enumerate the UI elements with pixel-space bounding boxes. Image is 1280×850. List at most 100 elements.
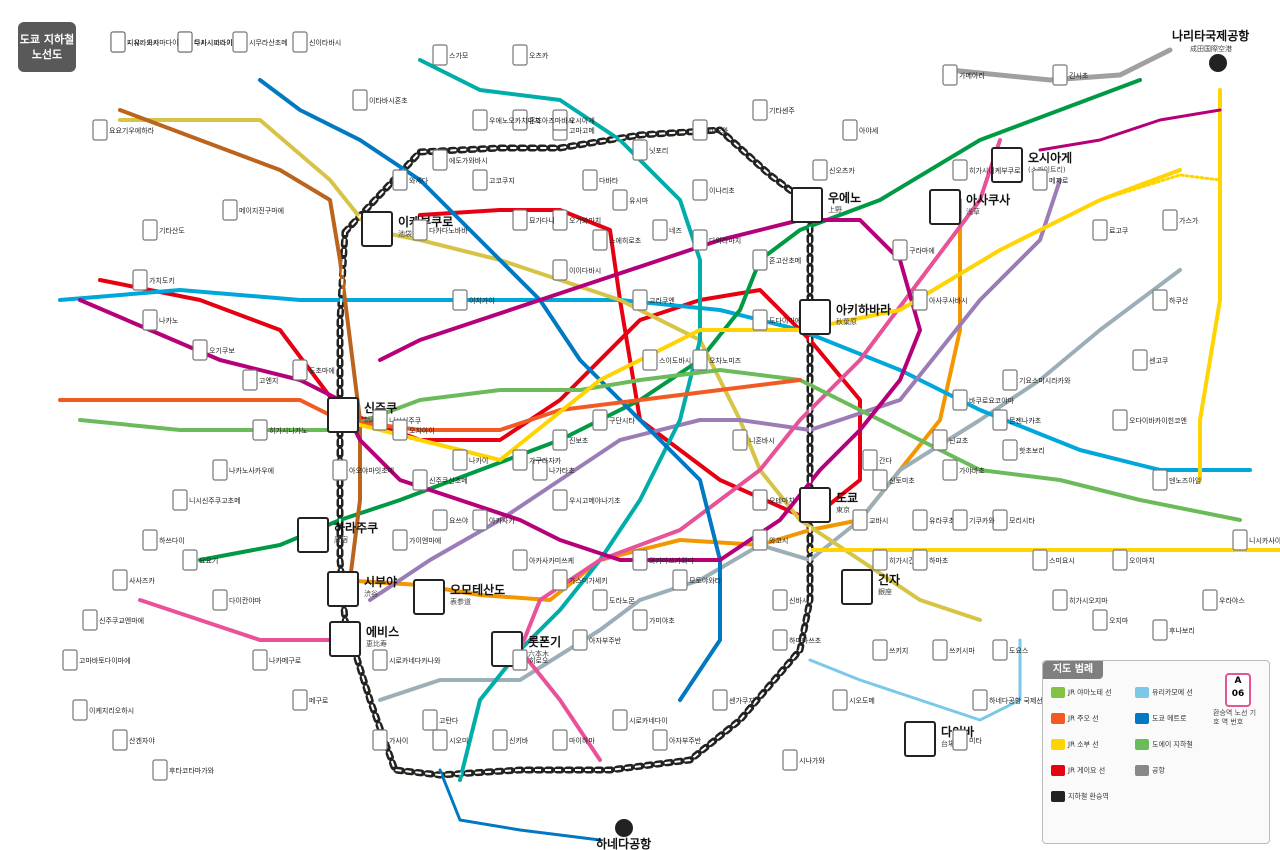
station-kikukawa[interactable]: 기쿠카와 (952, 509, 995, 531)
station-jiyugaoka[interactable]: 지유가오카 (110, 31, 160, 53)
station-kitasenju[interactable]: 기타센주 (752, 99, 795, 121)
station-akasaka[interactable]: 아카사카 (472, 509, 515, 531)
station-oshiagestn[interactable]: 오시아게 (552, 109, 595, 131)
station-sumiyoshi[interactable]: 스미요시 (1032, 549, 1075, 571)
station-wakoshi[interactable]: 와코시 (752, 529, 788, 551)
station-shiomi[interactable]: 시오미 (432, 729, 468, 751)
station-kagurazaka[interactable]: 가구라자카 (512, 449, 562, 471)
station-suehirocho[interactable]: 스에히로초 (592, 229, 642, 251)
station-nakano[interactable]: 나카노 (142, 309, 179, 331)
station-sugamo[interactable]: 스가모 (432, 44, 469, 66)
station-edogawabashi[interactable]: 에도가와바시 (432, 149, 488, 171)
station-meijijingumae[interactable]: 메이지진구마에 (222, 199, 284, 221)
station-hongo[interactable]: 혼고산초메 (752, 249, 801, 271)
station-gaiemmae[interactable]: 가이엔마에 (392, 529, 441, 551)
station-morishita[interactable]: 모리시타 (992, 509, 1035, 531)
station-futakotamagawa[interactable]: 후타코타마가와 (152, 759, 215, 781)
station-odaiba[interactable]: 오다이바카이힌코엔 (1112, 409, 1187, 431)
station-sangenjaya[interactable]: 산겐자야 (112, 729, 155, 751)
station-urayasu[interactable]: 우라야스 (1202, 589, 1245, 611)
station-ochiai[interactable]: 오치아이 (392, 419, 435, 441)
station-shintomicho[interactable]: 신토미초 (872, 469, 915, 491)
station-kudanshita[interactable]: 구단시타 (592, 409, 635, 431)
station-kameari[interactable]: 가메아리 (942, 64, 985, 86)
station-gokokuji[interactable]: 고코쿠지 (472, 169, 515, 191)
station-nakai[interactable]: 나카이 (452, 449, 488, 471)
station-kamiyacho[interactable]: 가미야초 (632, 609, 675, 631)
station-shinkiba[interactable]: 신키바 (492, 729, 529, 751)
station-aoyama[interactable]: 아오야마잇초메 (332, 459, 394, 481)
station-monzen[interactable]: 몬젠나카초 (992, 409, 1042, 431)
station-azabu[interactable]: 아자부주반 (652, 729, 702, 751)
station-oimachi[interactable]: 오이마치 (1112, 549, 1155, 571)
station-iidabashi[interactable]: 이이다바시 (552, 259, 601, 281)
station-tsukishima[interactable]: 쓰키시마 (932, 639, 975, 661)
station-otemachi[interactable]: 오테마치 (752, 489, 795, 511)
station-tsukiji[interactable]: 쓰키지 (872, 639, 908, 661)
haneda-airport[interactable]: 하네다공항 (596, 819, 651, 850)
station-yurakucho[interactable]: 유라쿠초 (912, 509, 955, 531)
station-hamacho[interactable]: 하마초 (912, 549, 949, 571)
station-nishikasai[interactable]: 니시카사이 (1232, 529, 1280, 551)
station-shimura[interactable]: 시무라산초메 (232, 31, 288, 53)
station-ueno_okachimachi[interactable]: 우에노오카치마치 (472, 109, 541, 131)
station-ogikubo[interactable]: 오기쿠보 (192, 339, 235, 361)
station-hakusan[interactable]: 하쿠산 (1152, 289, 1189, 311)
station-ojima[interactable]: 오지마 (1092, 609, 1129, 631)
station-tawaramachi[interactable]: 다와라마치 (692, 229, 741, 251)
station-todaimae[interactable]: 도다이마에 (752, 309, 801, 331)
station-maihama[interactable]: 마이하마 (552, 729, 595, 751)
station-shinagawa[interactable]: 시나가와 (782, 749, 825, 771)
station-higashiikebukuro[interactable]: 히가시이케부쿠로 (952, 159, 1021, 181)
station-bakurocho[interactable]: 바쿠로요코야마 (952, 389, 1015, 411)
station-jimbocho[interactable]: 진보초 (552, 429, 589, 451)
station-hamamatsucho[interactable]: 하마마쓰초 (772, 629, 822, 651)
station-koenji[interactable]: 고엔지 (242, 369, 278, 391)
station-yoyogiuehara[interactable]: 요요기우에하라 (92, 119, 155, 141)
station-itabashi[interactable]: 이타바시혼초 (352, 89, 408, 111)
station-korakuen[interactable]: 고라쿠엔 (632, 289, 675, 311)
station-gotanda[interactable]: 고탄다 (422, 709, 459, 731)
station-shirokane[interactable]: 시로카네다카나와 (372, 649, 441, 671)
station-kachidoki[interactable]: 가치도키 (132, 269, 175, 291)
station-mejiro[interactable]: 메지로 (1032, 169, 1069, 191)
station-asakusabashi[interactable]: 아사쿠사바시 (912, 289, 968, 311)
station-kinshicho[interactable]: 긴시초 (1052, 64, 1089, 86)
station-kasumigaseki[interactable]: 가스미가세키 (552, 569, 608, 591)
station-nihonbashi[interactable]: 니혼바시 (732, 429, 775, 451)
station-nagatacho[interactable]: 나가타초 (532, 459, 575, 481)
station-higashiojima[interactable]: 히가시오지마 (1052, 589, 1108, 611)
station-shinitabashi[interactable]: 신이타바시 (292, 31, 341, 53)
station-shinjukusanchome[interactable]: 신주쿠산초메 (412, 469, 468, 491)
station-suidobashi[interactable]: 스이도바시 (642, 349, 691, 371)
station-akasakamitsuke[interactable]: 아카사카미쓰케 (512, 549, 574, 571)
station-shinotsuka[interactable]: 신오츠카 (812, 159, 855, 181)
station-shiodome[interactable]: 시오도메 (832, 689, 875, 711)
station-kasuga[interactable]: 가스가 (1162, 209, 1199, 231)
station-ichigaya[interactable]: 이치가야 (452, 289, 495, 311)
station-sasazuka[interactable]: 사사즈카 (112, 569, 155, 591)
station-takadanobaba[interactable]: 다카다노바바 (412, 219, 468, 241)
station-tabata[interactable]: 다바타 (582, 169, 619, 191)
station-musashikosugi[interactable]: 무사시코스기 (177, 31, 233, 53)
station-nishishinjukugochome[interactable]: 니시신주쿠고초메 (172, 489, 241, 511)
station-shirokanedai[interactable]: 시로카네다이 (612, 709, 668, 731)
station-inaricho[interactable]: 이나리초 (692, 179, 735, 201)
station-otsuka[interactable]: 오츠카 (512, 44, 549, 66)
station-ryogoku[interactable]: 료고쿠 (1092, 219, 1129, 241)
station-haneda_t[interactable]: 하네다공항 국제선터미널 (972, 689, 1062, 711)
station-yotsuya[interactable]: 요쓰야 (432, 509, 469, 531)
station-ningyocho[interactable]: 닌교초 (932, 429, 969, 451)
station-daikanyama[interactable]: 다이칸야마 (212, 589, 262, 611)
station-higashinakano[interactable]: 히가시나카노 (252, 419, 308, 441)
station-toyosu[interactable]: 도요스 (992, 639, 1029, 661)
